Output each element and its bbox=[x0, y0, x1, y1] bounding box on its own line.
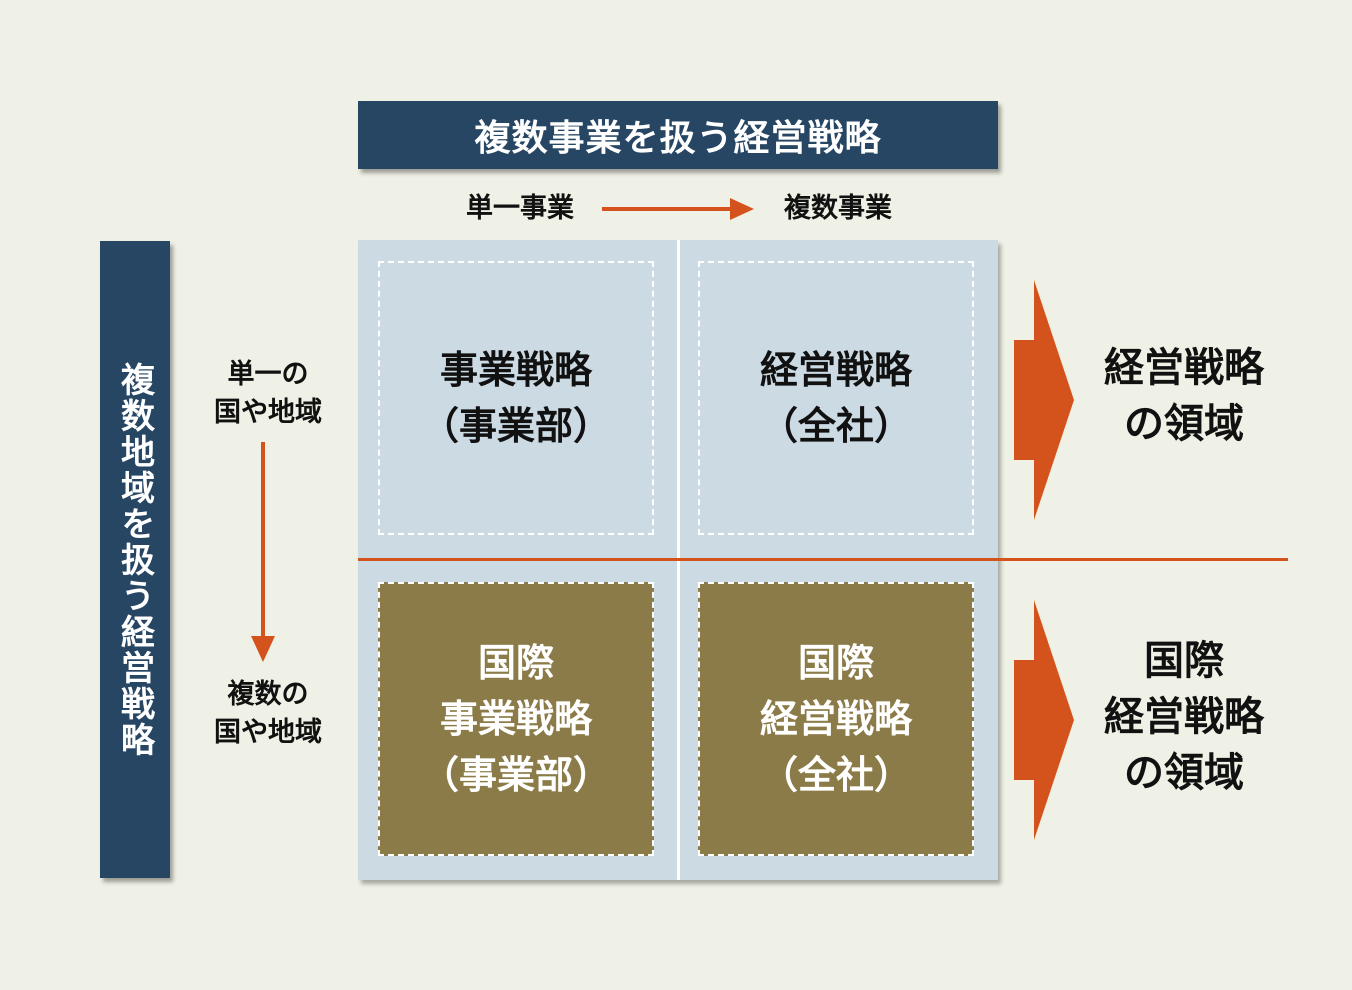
cell-line: 事業戦略 bbox=[439, 348, 592, 392]
top-banner-text: 複数事業を扱う経営戦略 bbox=[474, 118, 882, 159]
y-axis-to-label: 複数の 国や地域 bbox=[188, 676, 348, 752]
region-arrow-top bbox=[1014, 280, 1074, 520]
cell-line: 国際 bbox=[477, 641, 554, 685]
cell-line: （全社） bbox=[759, 753, 912, 797]
y-axis-to-line-1: 複数の bbox=[227, 679, 309, 710]
region-label-corporate: 経営戦略 の領域 bbox=[1064, 340, 1304, 452]
y-axis-from-line-2: 国や地域 bbox=[214, 397, 322, 428]
y-axis-arrow bbox=[251, 442, 275, 662]
cell-line: （全社） bbox=[759, 404, 912, 448]
cell-line: （事業部） bbox=[420, 753, 611, 797]
left-banner: 複数地域を扱う経営戦略 bbox=[100, 241, 170, 878]
cell-line: 経営戦略 bbox=[759, 348, 912, 392]
region-label-international: 国際 経営戦略 の領域 bbox=[1064, 633, 1304, 801]
cell-line: 事業戦略 bbox=[439, 697, 592, 741]
region-line: の領域 bbox=[1124, 401, 1244, 447]
cell-corporate-strategy: 経営戦略 （全社） bbox=[698, 261, 974, 535]
region-arrow-bottom bbox=[1014, 600, 1074, 840]
cell-line: 経営戦略 bbox=[759, 697, 912, 741]
left-banner-text: 複数地域を扱う経営戦略 bbox=[114, 361, 155, 758]
x-axis-to-label: 複数事業 bbox=[784, 193, 892, 224]
y-axis-to-line-2: 国や地域 bbox=[214, 717, 322, 748]
top-banner: 複数事業を扱う経営戦略 bbox=[358, 101, 998, 169]
cell-line: （事業部） bbox=[420, 404, 611, 448]
region-line: 経営戦略 bbox=[1104, 694, 1264, 740]
y-axis-from-line-1: 単一の bbox=[227, 359, 309, 390]
region-line: 経営戦略 bbox=[1104, 345, 1264, 391]
cell-international-business-strategy: 国際 事業戦略 （事業部） bbox=[378, 582, 654, 856]
x-axis-from-label: 単一事業 bbox=[466, 193, 574, 224]
cell-line: 国際 bbox=[797, 641, 874, 685]
region-divider-line bbox=[358, 558, 1288, 561]
region-line: の領域 bbox=[1124, 750, 1244, 796]
cell-business-strategy: 事業戦略 （事業部） bbox=[378, 261, 654, 535]
y-axis-from-label: 単一の 国や地域 bbox=[188, 356, 348, 432]
x-axis-arrow bbox=[602, 198, 754, 220]
region-line: 国際 bbox=[1144, 638, 1224, 684]
cell-international-corporate-strategy: 国際 経営戦略 （全社） bbox=[698, 582, 974, 856]
